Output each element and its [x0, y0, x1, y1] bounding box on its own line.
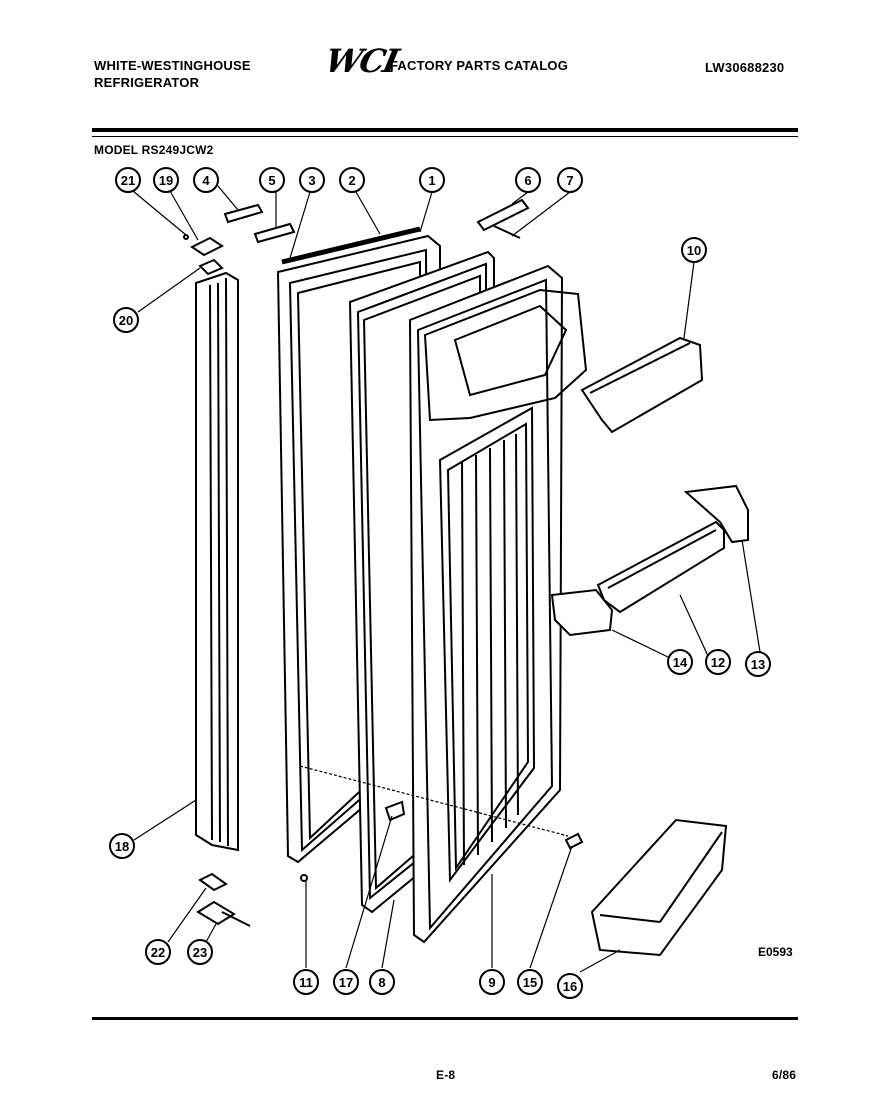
callout-label: 4	[202, 173, 210, 188]
callout-label: 6	[524, 173, 531, 188]
callout-6: 6	[515, 167, 541, 193]
callout-label: 15	[523, 975, 537, 990]
callout-label: 5	[268, 173, 275, 188]
callout-label: 13	[751, 657, 765, 672]
part-14-bracket	[550, 588, 614, 637]
callout-1: 1	[419, 167, 445, 193]
callout-14: 14	[667, 649, 693, 675]
small-hardware-parts	[183, 198, 584, 927]
callout-label: 21	[121, 173, 135, 188]
model-number: MODEL RS249JCW2	[94, 143, 214, 157]
header-rule-thick	[92, 128, 798, 132]
callout-label: 22	[151, 945, 165, 960]
figure-code: E0593	[758, 945, 793, 959]
callout-11: 11	[293, 969, 319, 995]
footer-rule	[92, 1017, 798, 1020]
callout-5: 5	[259, 167, 285, 193]
callout-12: 12	[705, 649, 731, 675]
callout-16: 16	[557, 973, 583, 999]
callout-label: 18	[115, 839, 129, 854]
callout-8: 8	[369, 969, 395, 995]
callout-2: 2	[339, 167, 365, 193]
callout-17: 17	[333, 969, 359, 995]
callout-label: 8	[378, 975, 385, 990]
callout-7: 7	[557, 167, 583, 193]
product-type: REFRIGERATOR	[94, 75, 200, 90]
callout-20: 20	[113, 307, 139, 333]
callout-15: 15	[517, 969, 543, 995]
callout-label: 12	[711, 655, 725, 670]
callout-label: 17	[339, 975, 353, 990]
callout-21: 21	[115, 167, 141, 193]
callout-23: 23	[187, 939, 213, 965]
revision-date: 6/86	[772, 1068, 797, 1082]
callout-13: 13	[745, 651, 771, 677]
page-number: E-8	[436, 1068, 456, 1082]
callout-9: 9	[479, 969, 505, 995]
callout-label: 20	[119, 313, 133, 328]
catalog-title: FACTORY PARTS CATALOG	[390, 58, 569, 73]
part-18-trim-strip	[195, 271, 239, 852]
callout-label: 14	[673, 655, 688, 670]
part-9-inner-liner	[408, 264, 588, 944]
callout-18: 18	[109, 833, 135, 859]
callout-10: 10	[681, 237, 707, 263]
callout-19: 19	[153, 167, 179, 193]
callout-label: 16	[563, 979, 577, 994]
callout-4: 4	[193, 167, 219, 193]
callout-label: 1	[428, 173, 435, 188]
callout-label: 23	[193, 945, 207, 960]
callout-label: 10	[687, 243, 701, 258]
callout-label: 19	[159, 173, 173, 188]
callout-label: 7	[566, 173, 573, 188]
part-13-end-cap	[683, 484, 749, 544]
part-12-shelf-rack	[596, 520, 725, 614]
leader-lines	[132, 185, 761, 973]
callout-3: 3	[299, 167, 325, 193]
part-10-door-shelf	[580, 336, 704, 434]
callout-label: 3	[308, 173, 315, 188]
callout-label: 2	[348, 173, 355, 188]
catalog-number: LW30688230	[705, 60, 785, 75]
callout-label: 9	[488, 975, 495, 990]
header-rule-thin	[92, 136, 798, 137]
callout-22: 22	[145, 939, 171, 965]
part-16-door-bin	[590, 818, 728, 957]
callout-label: 11	[299, 975, 313, 990]
brand-name: WHITE-WESTINGHOUSE	[94, 58, 251, 73]
